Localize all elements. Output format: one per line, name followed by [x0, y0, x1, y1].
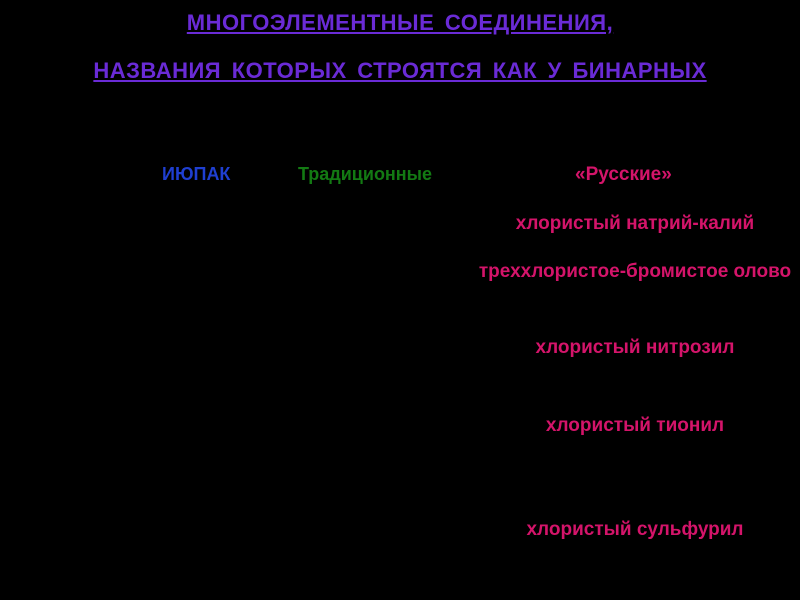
- column-header-iupac: ИЮПАК: [162, 164, 231, 184]
- russian-name-5: хлористый сульфурил: [526, 519, 744, 540]
- title-line-2: НАЗВАНИЯ КОТОРЫХ СТРОЯТСЯ КАК У БИНАРНЫХ: [93, 58, 707, 83]
- russian-name-4: хлористый тионил: [545, 415, 725, 436]
- column-header-russian: «Русские»: [575, 164, 672, 185]
- russian-name-2: треххлористое-бромистое олово: [478, 261, 792, 282]
- russian-name-3: хлористый нитрозил: [535, 337, 735, 358]
- column-header-traditional: Традиционные: [298, 164, 433, 184]
- russian-name-1: хлористый натрий-калий: [515, 213, 755, 234]
- title-line-1: МНОГОЭЛЕМЕНТНЫЕ СОЕДИНЕНИЯ,: [186, 10, 614, 35]
